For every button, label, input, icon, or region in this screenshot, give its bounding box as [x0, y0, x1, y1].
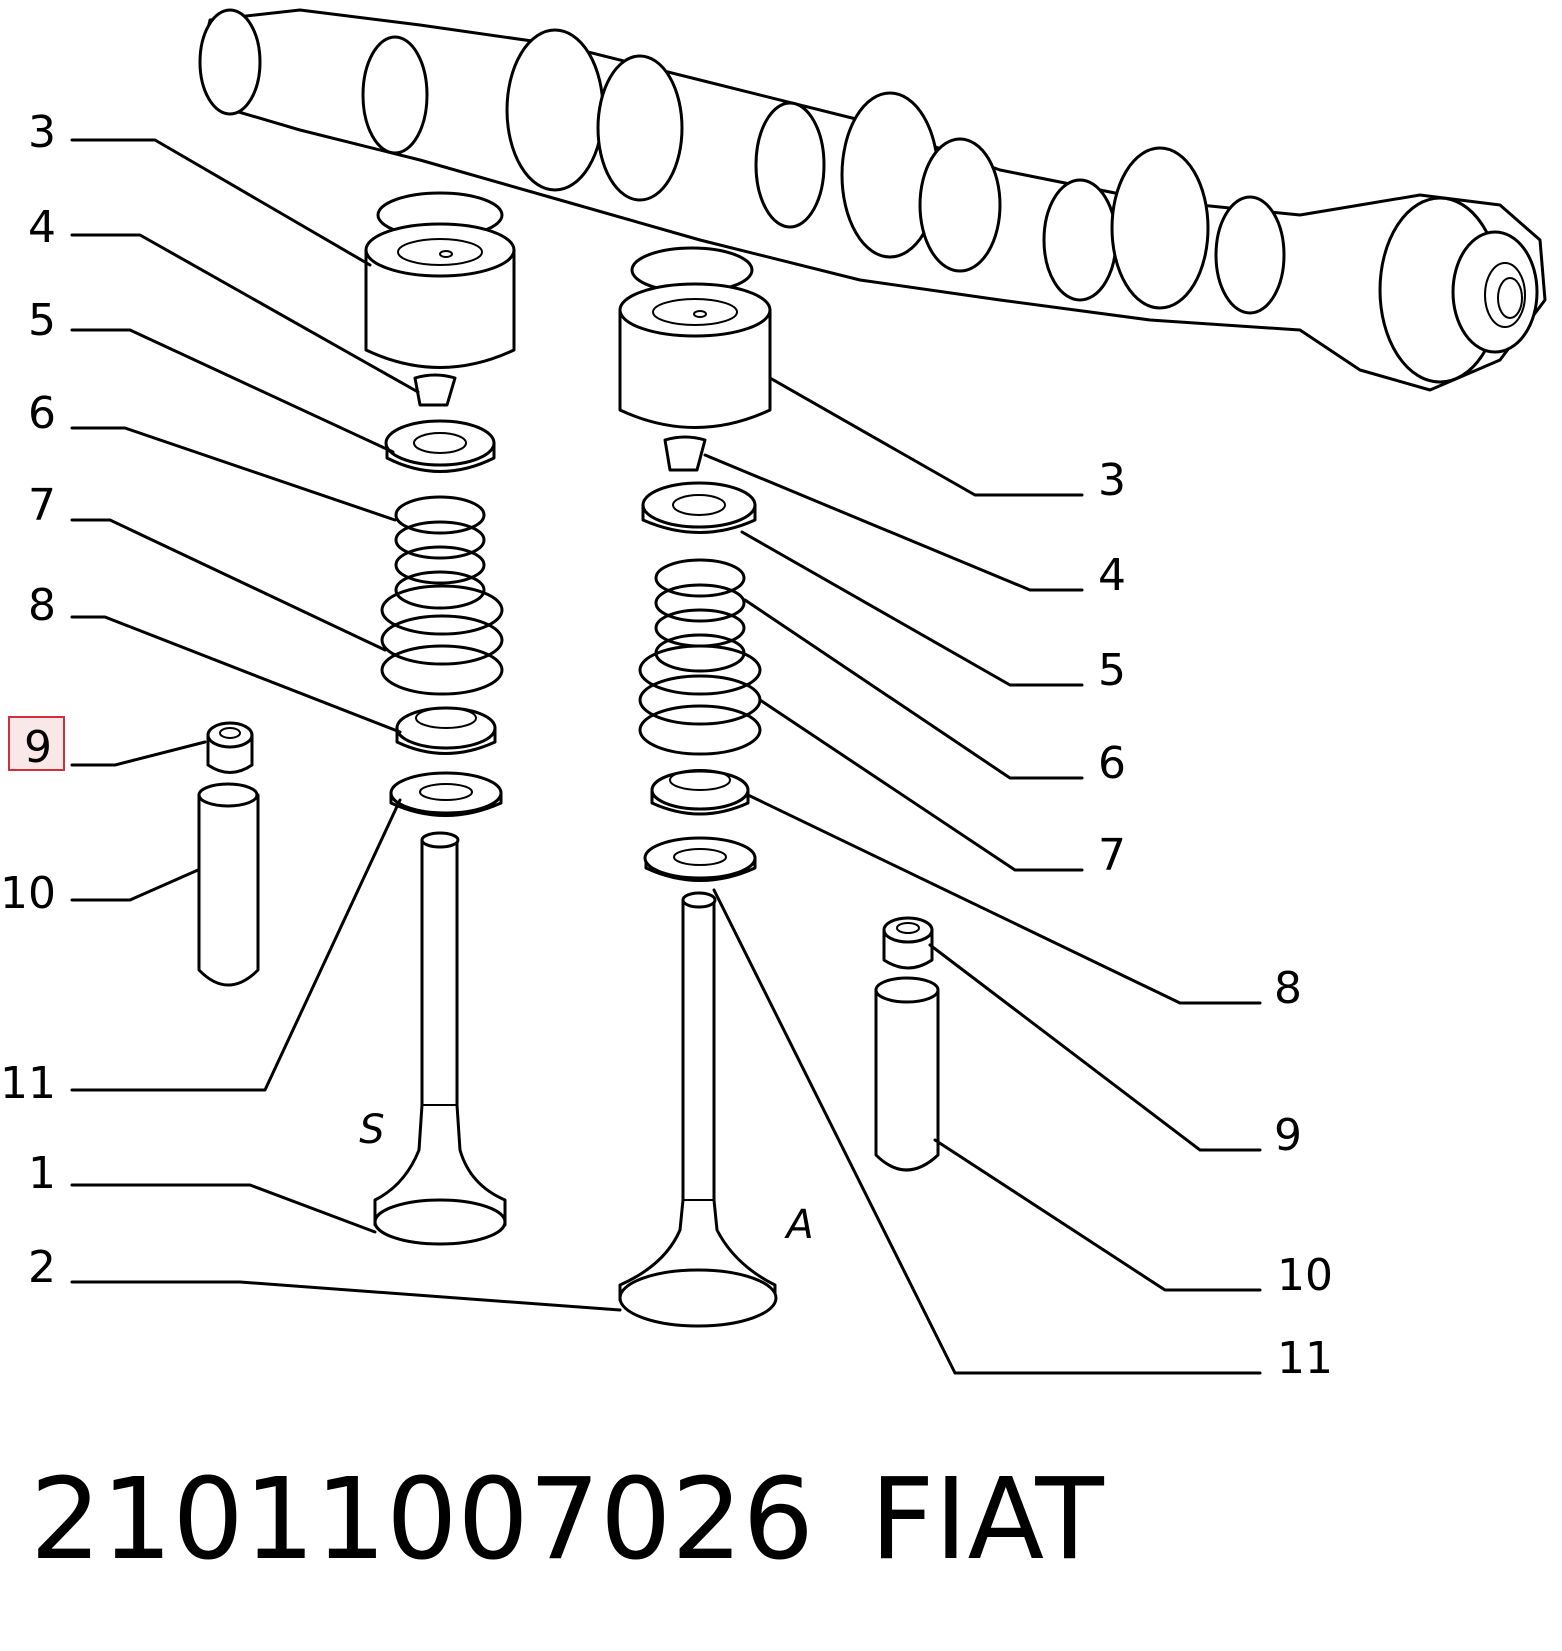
callout-right-5: 5 [1098, 645, 1126, 696]
camshaft [198, 8, 1547, 392]
valve-guide-right [874, 976, 940, 1172]
stem-seal-right [882, 916, 934, 970]
collets-left [413, 373, 457, 407]
intake-valve-letter: S [359, 1107, 384, 1153]
callout-left-10: 10 [0, 868, 56, 919]
callouts-right: 3 4 5 6 7 8 9 10 11 [1098, 455, 1333, 1384]
highlight-box [8, 716, 65, 771]
part-number: 21011007026 [30, 1455, 814, 1585]
stem-seal-left [206, 721, 254, 774]
callout-left-9-highlighted: 9 [24, 722, 52, 773]
brand-name: FIAT [870, 1455, 1104, 1585]
exhaust-valve [618, 891, 778, 1328]
callout-right-8: 8 [1274, 963, 1302, 1014]
callout-right-3: 3 [1098, 455, 1126, 506]
leader-lines-right [703, 376, 1262, 1375]
exhaust-valve-assembly [618, 246, 778, 1328]
bucket-tappet-left [364, 222, 516, 369]
exhaust-valve-letter: A [783, 1202, 813, 1248]
leader-lines-left [70, 138, 622, 1312]
inner-spring-right [654, 558, 746, 673]
callout-right-10: 10 [1277, 1250, 1333, 1301]
callout-left-8: 8 [28, 580, 56, 631]
callouts-left: 3 4 5 6 7 8 9 10 11 1 2 [0, 107, 56, 1293]
callout-left-2: 2 [28, 1242, 56, 1293]
callout-right-4: 4 [1098, 550, 1126, 601]
callout-left-6: 6 [28, 388, 56, 439]
callout-right-9: 9 [1274, 1110, 1302, 1161]
lower-spring-seat-left [395, 706, 497, 755]
outer-spring-right [638, 644, 762, 756]
callout-left-11: 11 [0, 1058, 56, 1109]
callout-left-3: 3 [28, 107, 56, 158]
collets-right [663, 435, 707, 472]
spring-retainer-right [641, 481, 757, 534]
callout-right-7: 7 [1098, 830, 1126, 881]
bucket-tappet-right [618, 282, 772, 429]
intake-valve-assembly [364, 191, 516, 1246]
callout-right-6: 6 [1098, 738, 1126, 789]
inner-spring-left [394, 495, 486, 610]
callout-left-4: 4 [28, 202, 56, 253]
intake-valve [373, 831, 507, 1246]
valve-guide-left [197, 782, 260, 987]
outer-spring-left [380, 584, 504, 696]
washer-left [389, 771, 503, 817]
callout-left-5: 5 [28, 295, 56, 346]
spring-retainer-left [384, 419, 496, 473]
lower-spring-seat-right [650, 769, 750, 816]
callout-left-7: 7 [28, 480, 56, 531]
callout-left-1: 1 [28, 1148, 56, 1199]
callout-right-11: 11 [1277, 1333, 1333, 1384]
washer-right [643, 836, 757, 882]
